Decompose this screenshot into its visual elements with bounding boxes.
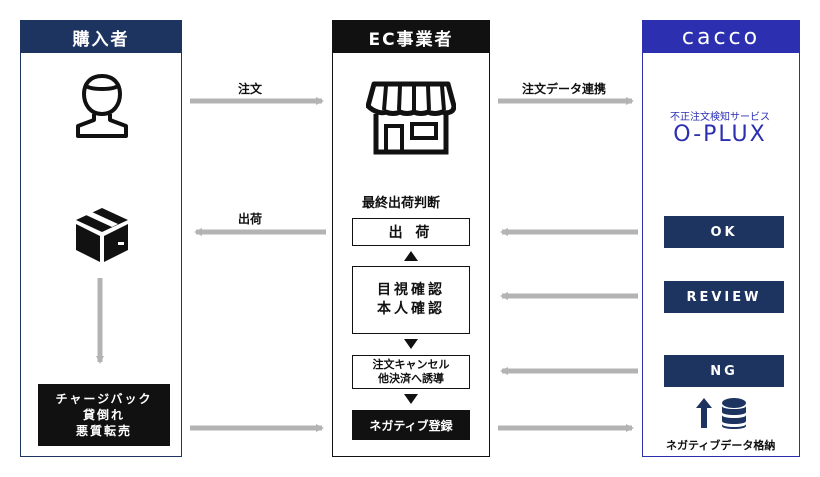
label-order-data: 注文データ連携 — [522, 82, 607, 96]
chargeback-line-2: 貸倒れ — [82, 407, 125, 422]
up-triangle-icon — [404, 251, 418, 261]
chargeback-line-1: チャージバック — [55, 391, 153, 406]
chargeback-box: チャージバック 貸倒れ 悪質転売 — [38, 384, 170, 446]
person-icon — [76, 73, 128, 138]
label-order: 注文 — [238, 82, 263, 96]
visual-check-line-1: 目視確認 — [377, 282, 445, 299]
review-badge: REVIEW — [664, 281, 784, 313]
down-triangle-icon — [404, 339, 418, 349]
negative-registration-box: ネガティブ登録 — [352, 410, 470, 440]
negative-store-label: ネガティブデータ格納 — [666, 439, 776, 452]
visual-check-line-2: 本人確認 — [377, 301, 445, 317]
buyer-header: 購入者 — [21, 21, 181, 53]
service-caption: 不正注文検知サービス — [670, 112, 770, 123]
store-icon — [366, 81, 456, 155]
final-judgment-title: 最終出荷判断 — [362, 196, 441, 211]
database-upload-icon — [696, 398, 746, 429]
product-name: O-PLUX — [673, 122, 767, 147]
chargeback-line-3: 悪質転売 — [75, 424, 132, 439]
down-triangle-icon-2 — [404, 394, 418, 404]
ec-header: EC事業者 — [333, 21, 489, 53]
cacco-logo: cacco — [643, 21, 799, 53]
cancel-line-2: 他決済へ誘導 — [378, 372, 444, 385]
ship-box: 出 荷 — [352, 218, 470, 246]
label-shipment: 出荷 — [238, 212, 263, 226]
package-icon — [76, 208, 128, 262]
cancel-box: 注文キャンセル 他決済へ誘導 — [352, 355, 470, 389]
ng-badge: NG — [664, 355, 784, 387]
visual-check-box: 目視確認 本人確認 — [352, 266, 470, 334]
cancel-line-1: 注文キャンセル — [372, 358, 450, 372]
ok-badge: OK — [664, 216, 784, 248]
